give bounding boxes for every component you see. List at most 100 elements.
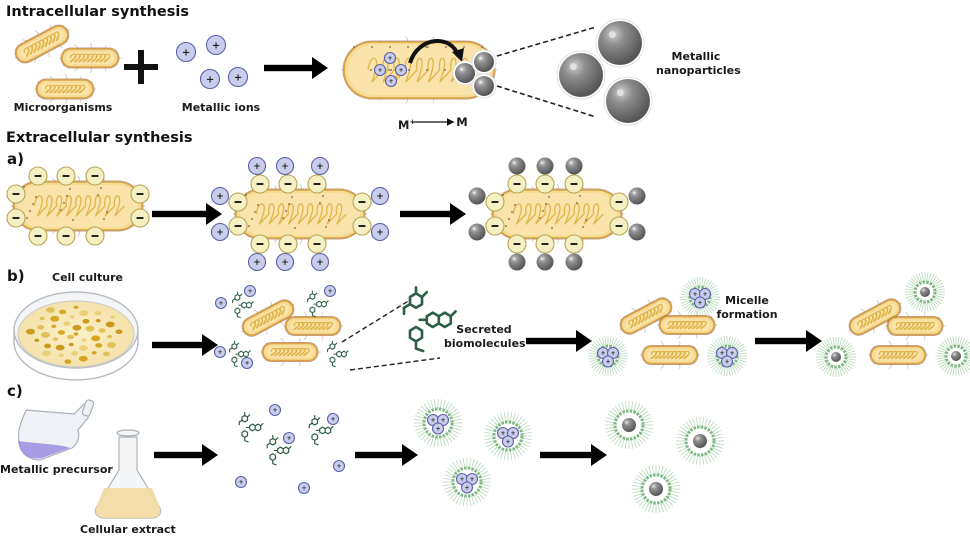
minus-icon bbox=[34, 235, 42, 237]
highlight bbox=[512, 257, 516, 261]
metal-ion: + bbox=[213, 345, 227, 359]
micelle bbox=[605, 401, 653, 449]
colony bbox=[59, 309, 67, 315]
reaction-curve-arrow bbox=[408, 39, 460, 64]
arrow-head bbox=[202, 444, 218, 466]
arrow-shaft bbox=[152, 341, 204, 349]
section-title-intracellular: Intracellular synthesis bbox=[6, 4, 189, 20]
plus-icon: + bbox=[331, 417, 336, 423]
bacterium bbox=[848, 297, 902, 337]
highlight bbox=[833, 354, 836, 356]
minus-icon bbox=[91, 235, 99, 237]
arrow-shaft bbox=[154, 451, 204, 459]
panel-c-row: ++++++ +++++++++ bbox=[18, 399, 724, 519]
plus-icon: + bbox=[206, 75, 214, 86]
arrow-shaft bbox=[755, 337, 808, 345]
plus-icon: + bbox=[337, 464, 342, 470]
plus-icon: + bbox=[281, 162, 288, 172]
dna-strand bbox=[667, 320, 707, 330]
dna-strand bbox=[293, 321, 333, 331]
arrow-shape bbox=[540, 444, 607, 466]
sphere bbox=[474, 52, 494, 72]
plus-icon: + bbox=[693, 292, 698, 298]
dna-strand bbox=[878, 350, 918, 360]
label-line-2: nanoparticles bbox=[656, 64, 741, 77]
dna-strand bbox=[23, 31, 60, 58]
nanoparticle bbox=[536, 253, 554, 271]
arrow-icon bbox=[154, 444, 218, 466]
biomolecule bbox=[308, 414, 334, 446]
plus-icon: + bbox=[239, 480, 244, 486]
arrow-icon bbox=[540, 444, 607, 466]
bacterium bbox=[34, 73, 97, 105]
colony bbox=[55, 344, 65, 351]
plus-icon: + bbox=[182, 48, 190, 59]
minus-icon bbox=[541, 243, 549, 245]
flask-neck bbox=[81, 399, 95, 417]
plus-icon: + bbox=[460, 477, 465, 483]
plus-icon: + bbox=[253, 258, 260, 268]
colony bbox=[91, 335, 101, 342]
negative-charge bbox=[250, 234, 270, 254]
label-microorganisms: Microorganisms bbox=[13, 101, 113, 114]
plus-icon: + bbox=[703, 292, 708, 298]
bacterium-with-nanoparticles-icon: ++++ bbox=[341, 36, 498, 104]
highlight bbox=[569, 257, 573, 261]
secreted-biomolecules-icon bbox=[402, 286, 457, 353]
ion-circle bbox=[383, 51, 397, 65]
nanoparticle bbox=[628, 187, 646, 205]
negative-charge bbox=[352, 192, 372, 212]
negative-charge bbox=[56, 166, 76, 186]
minus-icon bbox=[284, 243, 292, 245]
colony bbox=[91, 351, 97, 355]
nanoparticle bbox=[565, 253, 583, 271]
metal-ion: + bbox=[720, 355, 734, 368]
ion-circle bbox=[243, 284, 257, 298]
arrow-shaft bbox=[526, 337, 578, 345]
sphere bbox=[455, 63, 475, 83]
ion-circle bbox=[460, 481, 474, 494]
sphere bbox=[831, 352, 841, 362]
label-cell-culture: Cell culture bbox=[52, 271, 124, 284]
sphere bbox=[474, 76, 494, 96]
ion-circle bbox=[247, 156, 267, 176]
dna-strand bbox=[250, 305, 285, 331]
metal-ion: + bbox=[332, 459, 346, 473]
label-micelle-formation: Micelle formation bbox=[714, 294, 780, 322]
highlight bbox=[478, 80, 483, 84]
colony bbox=[105, 321, 115, 328]
plus-icon: + bbox=[511, 431, 516, 437]
sphere bbox=[565, 157, 583, 175]
minus-icon bbox=[313, 243, 321, 245]
negative-charge bbox=[507, 174, 527, 194]
biomolecule bbox=[229, 340, 251, 368]
sphere bbox=[693, 434, 707, 448]
plus-icon: + bbox=[501, 431, 506, 437]
negative-charge bbox=[485, 192, 505, 212]
nanoparticle bbox=[831, 352, 841, 362]
plus-icon: + bbox=[431, 418, 436, 424]
nanoparticle bbox=[649, 482, 663, 496]
highlight bbox=[512, 161, 516, 165]
nanoparticle bbox=[556, 50, 606, 100]
nanoparticle bbox=[508, 157, 526, 175]
arrow-icon bbox=[400, 203, 466, 225]
bacterium bbox=[14, 24, 70, 64]
metal-ion: + bbox=[310, 156, 330, 176]
sphere bbox=[920, 287, 930, 297]
highlight bbox=[540, 257, 544, 261]
biomolecule bbox=[327, 340, 349, 368]
highlight bbox=[696, 437, 699, 440]
micelle-formation-icon: +++++++++ bbox=[588, 277, 747, 376]
plus-sign-icon bbox=[124, 50, 158, 84]
minus-icon bbox=[136, 193, 144, 195]
dna-strand bbox=[270, 347, 310, 357]
colony bbox=[37, 325, 45, 330]
metal-ion: + bbox=[199, 68, 221, 90]
ion-circle bbox=[175, 41, 197, 63]
metal-ion: + bbox=[384, 74, 398, 88]
colony bbox=[26, 328, 36, 335]
minus-icon bbox=[313, 183, 321, 185]
ion-circle bbox=[332, 459, 346, 473]
